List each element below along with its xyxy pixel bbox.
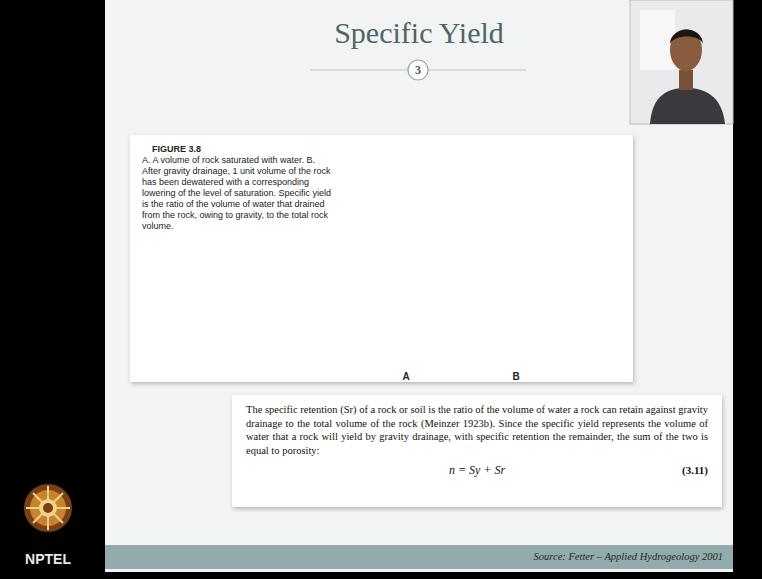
slide-ground [105, 0, 733, 572]
webcam-thumbnail [630, 0, 733, 124]
figure-part-label: A [398, 371, 414, 382]
slide-title: Specific Yield [105, 16, 733, 50]
figure-panel: FIGURE 3.8A. A volume of rock saturated … [130, 135, 633, 382]
slide-number-circle: 3 [407, 59, 429, 81]
logo-text: NPTEL [12, 551, 84, 567]
figure-heading: FIGURE 3.8 [152, 143, 332, 155]
nptel-logo [24, 484, 72, 532]
source-band: Source: Fetter – Applied Hydrogeology 20… [105, 545, 733, 569]
equation-number: (3.11) [682, 464, 708, 476]
text-block: Source: Fetter – Applied Hydrogeology 20… [105, 545, 733, 569]
text-block: 3 [407, 59, 429, 81]
text-block: A. A volume of rock saturated with water… [142, 155, 332, 232]
panel-shadow [130, 135, 633, 382]
panel-shadow [232, 395, 722, 507]
text-block: The specific retention (Sr) of a rock or… [240, 403, 714, 457]
equation: n = Sy + Sr [240, 462, 714, 478]
figure-part-label: B [508, 371, 524, 382]
text-panel: The specific retention (Sr) of a rock or… [232, 395, 722, 507]
